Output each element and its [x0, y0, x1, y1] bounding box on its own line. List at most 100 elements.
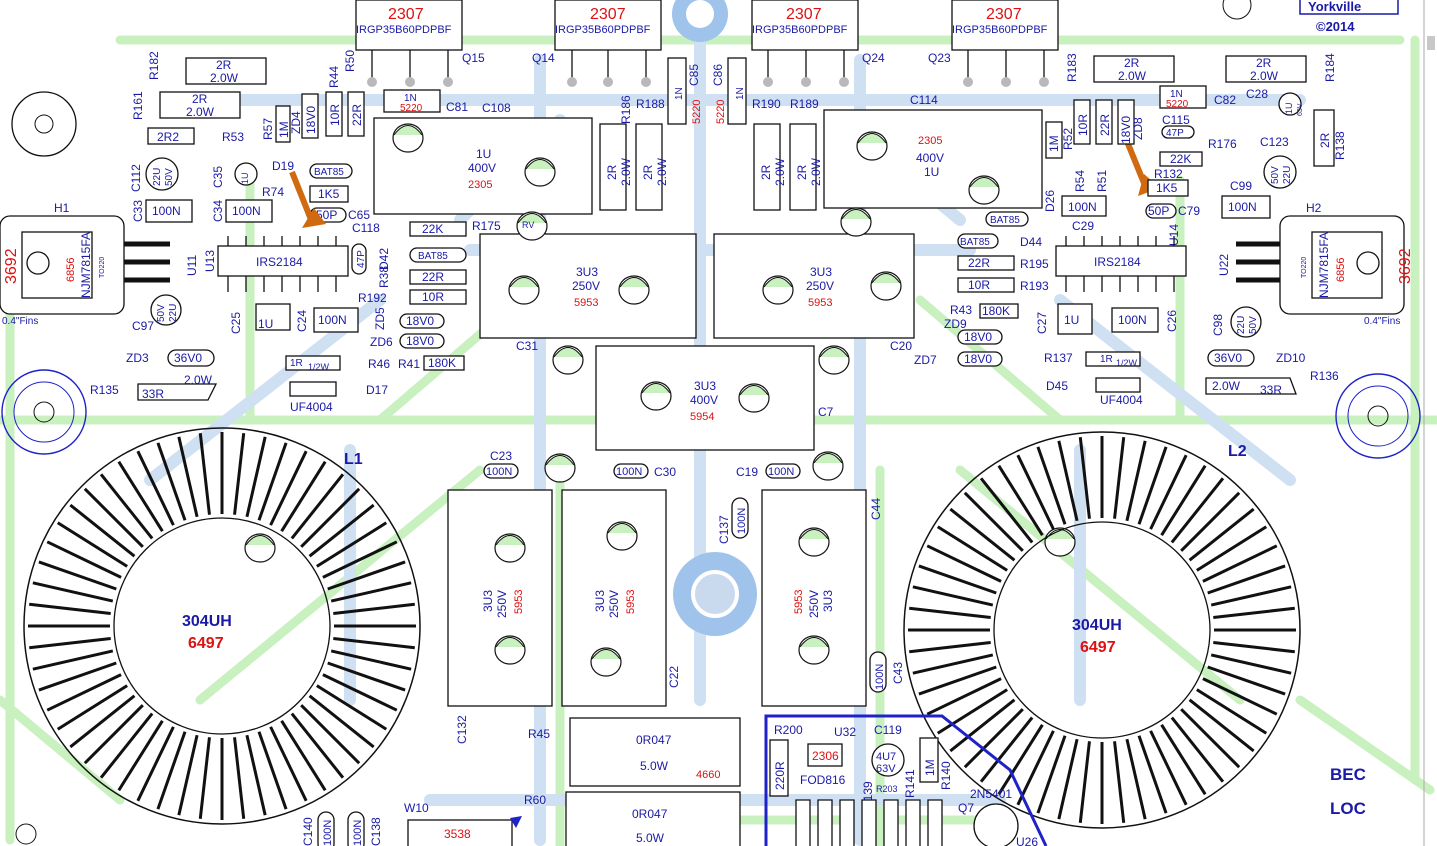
- brand-logo: Yorkville ©2014: [1299, 0, 1399, 34]
- winding-line: [1149, 454, 1188, 530]
- winding-line: [269, 726, 308, 802]
- label-r141: R141: [903, 769, 917, 798]
- r137-power: 1/2W: [1116, 358, 1138, 368]
- label-c24: C24: [295, 310, 309, 332]
- winding-line: [290, 712, 345, 779]
- label-zd8: ZD8: [1131, 117, 1145, 140]
- cap-c44: C44 5953 250V 3U3: [761, 489, 883, 707]
- r136-value: 33R: [1260, 383, 1282, 397]
- c86-code: 5220: [715, 100, 727, 124]
- label-c33: C33: [131, 200, 145, 222]
- r161-value: 2R: [192, 92, 208, 106]
- shunt-code: 4660: [696, 769, 720, 781]
- winding-line: [1078, 437, 1091, 519]
- r184-value: 2R: [1256, 56, 1272, 70]
- winding-line: [32, 581, 114, 603]
- r41-value: 180K: [428, 356, 456, 370]
- inductor-l2: L2 304UH 6497: [903, 431, 1301, 829]
- winding-line: [1057, 738, 1079, 820]
- winding-line: [29, 602, 111, 615]
- mosfet-ref: Q23: [928, 51, 951, 65]
- cap-value: 3U3: [821, 590, 835, 612]
- mosfet-q15: 2307 IRGP35B60PDPBF Q15: [355, 0, 485, 87]
- label-c81: C81: [446, 100, 468, 114]
- cap-ref: C31: [516, 339, 538, 353]
- label-r184: R184: [1323, 53, 1337, 82]
- label-r137: R137: [1044, 351, 1073, 365]
- label-zd4: ZD4: [289, 111, 303, 134]
- winding-line: [1078, 741, 1091, 823]
- winding-line: [949, 507, 1016, 562]
- cap-c31: C31 3U3 250V 5953: [479, 233, 697, 353]
- r54-value: 10R: [1076, 114, 1090, 136]
- mosfet-ref: Q15: [462, 51, 485, 65]
- mosfet-code: 2307: [590, 6, 626, 23]
- c138-value: 100N: [352, 820, 364, 846]
- cap-voltage: 400V: [468, 161, 496, 175]
- winding-line: [245, 734, 267, 816]
- right-upper-components: R183 2R 2.0W 2R 2.0W R184 1N 5220 C82 C2…: [985, 53, 1347, 233]
- winding-line: [32, 649, 114, 671]
- cap-value: 3U3: [593, 590, 607, 612]
- label-d42: D42: [377, 248, 391, 270]
- winding-line: [69, 694, 136, 749]
- left-upper-components: R182 2R 2.0W R161 2R 2.0W 2R2 R53 1M R57…: [129, 50, 370, 223]
- brand-copyright: ©2014: [1316, 19, 1355, 34]
- label-c137: C137: [717, 515, 731, 544]
- label-c26: C26: [1165, 310, 1179, 332]
- label-c29: C29: [1072, 219, 1094, 233]
- winding-line: [330, 649, 412, 671]
- r52-value: 1M: [1047, 135, 1061, 152]
- c112-voltage: 50V: [164, 168, 175, 186]
- r43-value: 180K: [982, 304, 1010, 318]
- label-c98: C98: [1211, 314, 1225, 336]
- mosfet-part: IRGP35B60PDPBF: [752, 24, 848, 36]
- r190-power: 2.0W: [773, 157, 787, 186]
- shunt-ref: R45: [528, 727, 550, 741]
- h1-code: 6856: [65, 258, 77, 282]
- label-c86: C86: [711, 64, 725, 86]
- winding-line: [322, 540, 398, 579]
- winding-line: [269, 450, 308, 526]
- label-r46: R46: [368, 357, 390, 371]
- winding-line: [949, 698, 1016, 753]
- c35-value: 1U: [240, 172, 250, 184]
- c86-label-n: 1N: [735, 87, 746, 100]
- r186-power: 2.0W: [619, 157, 633, 186]
- winding-line: [1016, 454, 1055, 530]
- d26-value: BAT85: [990, 215, 1020, 226]
- r189-power: 2.0W: [809, 157, 823, 186]
- label-r138: R138: [1333, 131, 1347, 160]
- label-c119: C119: [874, 723, 902, 737]
- d19-value: BAT85: [314, 167, 344, 178]
- inductor-value: 304UH: [1072, 617, 1122, 634]
- shunt-value: 0R047: [632, 807, 668, 821]
- c28-voltage: 63V: [1297, 103, 1304, 116]
- winding-line: [1016, 730, 1055, 806]
- c19-value: 100N: [768, 466, 794, 478]
- winding-line: [997, 464, 1044, 536]
- label-r203: R203: [876, 784, 898, 794]
- label-r74: R74: [262, 185, 284, 199]
- winding-line: [909, 606, 991, 619]
- h1-ref: H1: [54, 201, 70, 215]
- isolation-zone: R200 220R U32 2306 FOD816 C119 4U7 63V 1…: [764, 714, 1048, 846]
- c47p-value: 47P: [356, 250, 367, 268]
- cap-value: 3U3: [481, 590, 495, 612]
- h1-pkg: TO220: [99, 257, 106, 278]
- brand-name: Yorkville: [1308, 0, 1361, 14]
- d45-value: UF4004: [1100, 393, 1143, 407]
- label-r132: R132: [1154, 167, 1183, 181]
- winding-line: [245, 436, 267, 518]
- r38-value: 22R: [422, 270, 444, 284]
- winding-line: [46, 540, 122, 579]
- cap-voltage: 250V: [607, 590, 621, 618]
- shunt-resistors: R45 0R047 5.0W 4660 R60 0R047 5.0W: [524, 717, 741, 846]
- h1-pn: 3692: [3, 248, 20, 284]
- winding-line: [997, 724, 1044, 796]
- r44-value: 10R: [328, 104, 342, 126]
- winding-line: [1036, 735, 1067, 814]
- winding-line: [979, 716, 1034, 783]
- d42-value: BAT85: [418, 251, 448, 262]
